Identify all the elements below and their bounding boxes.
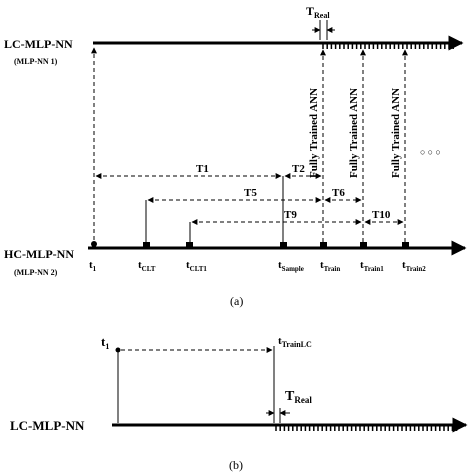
lc-timeline-ticks	[322, 43, 454, 49]
panel-b: t1 tTrainLC TReal LC-MLP-NN (b)	[10, 334, 468, 472]
hc-mlp-nn-sublabel: (MLP-NN 2)	[14, 268, 58, 277]
time-label-ttrain2: tTrain2	[402, 259, 426, 273]
event-marker-ttrain1	[360, 242, 367, 249]
interval-arrows	[95, 173, 404, 225]
event-marker-tclt1	[186, 242, 193, 249]
hc-time-labels: t1 tCLT tCLT1 tSample tTrain tTrain1 tTr…	[89, 259, 426, 273]
lc-mlp-nn-sublabel: (MLP-NN 1)	[14, 57, 58, 66]
event-marker-tclt	[143, 242, 150, 249]
hc-event-markers	[91, 241, 409, 249]
interval-label-t9: T9	[284, 209, 297, 221]
panel-a: LC-MLP-NN (MLP-NN 1) TReal HC-MLP-NN (ML…	[4, 4, 467, 308]
lc-mlp-nn-label: LC-MLP-NN	[4, 37, 73, 51]
panel-b-lc-mlp-nn-label: LC-MLP-NN	[10, 418, 85, 433]
event-marker-ttrain	[320, 242, 327, 249]
interval-label-t6: T6	[332, 187, 345, 199]
time-label-tsample: tSample	[278, 259, 304, 273]
caption-a: (a)	[230, 294, 243, 308]
fully-trained-label-1: Fully Trained ANN	[308, 88, 320, 178]
t-real-marker-a: TReal	[306, 4, 335, 40]
vertical-connectors	[91, 47, 408, 242]
fully-trained-label-2: Fully Trained ANN	[348, 88, 360, 178]
interval-label-t10: T10	[372, 209, 391, 221]
t-real-label-a: TReal	[306, 4, 330, 20]
panel-b-timeline-ticks	[275, 425, 458, 431]
hc-mlp-nn-label: HC-MLP-NN	[4, 247, 74, 261]
t-real-marker-b: TReal	[266, 389, 312, 423]
time-label-ttrain: tTrain	[320, 259, 340, 273]
time-label-ttrain1: tTrain1	[360, 259, 384, 273]
interval-label-t2: T2	[292, 163, 305, 175]
interval-label-t5: T5	[244, 187, 257, 199]
panel-b-t1-label: t1	[101, 334, 109, 351]
event-marker-ttrain2	[402, 242, 409, 249]
event-marker-t1	[91, 241, 97, 247]
time-label-t1: t1	[89, 259, 97, 273]
panel-b-ttrain-label: tTrainLC	[278, 335, 312, 349]
caption-b: (b)	[229, 458, 243, 472]
fully-trained-label-3: Fully Trained ANN	[390, 88, 402, 178]
time-label-tclt1: tCLT1	[186, 259, 207, 273]
event-marker-tsample	[280, 242, 287, 249]
continuation-ellipsis: ○ ○ ○	[420, 147, 441, 157]
t-real-label-b: TReal	[285, 389, 312, 405]
interval-label-t1: T1	[196, 163, 209, 175]
time-label-tclt: tCLT	[138, 259, 156, 273]
